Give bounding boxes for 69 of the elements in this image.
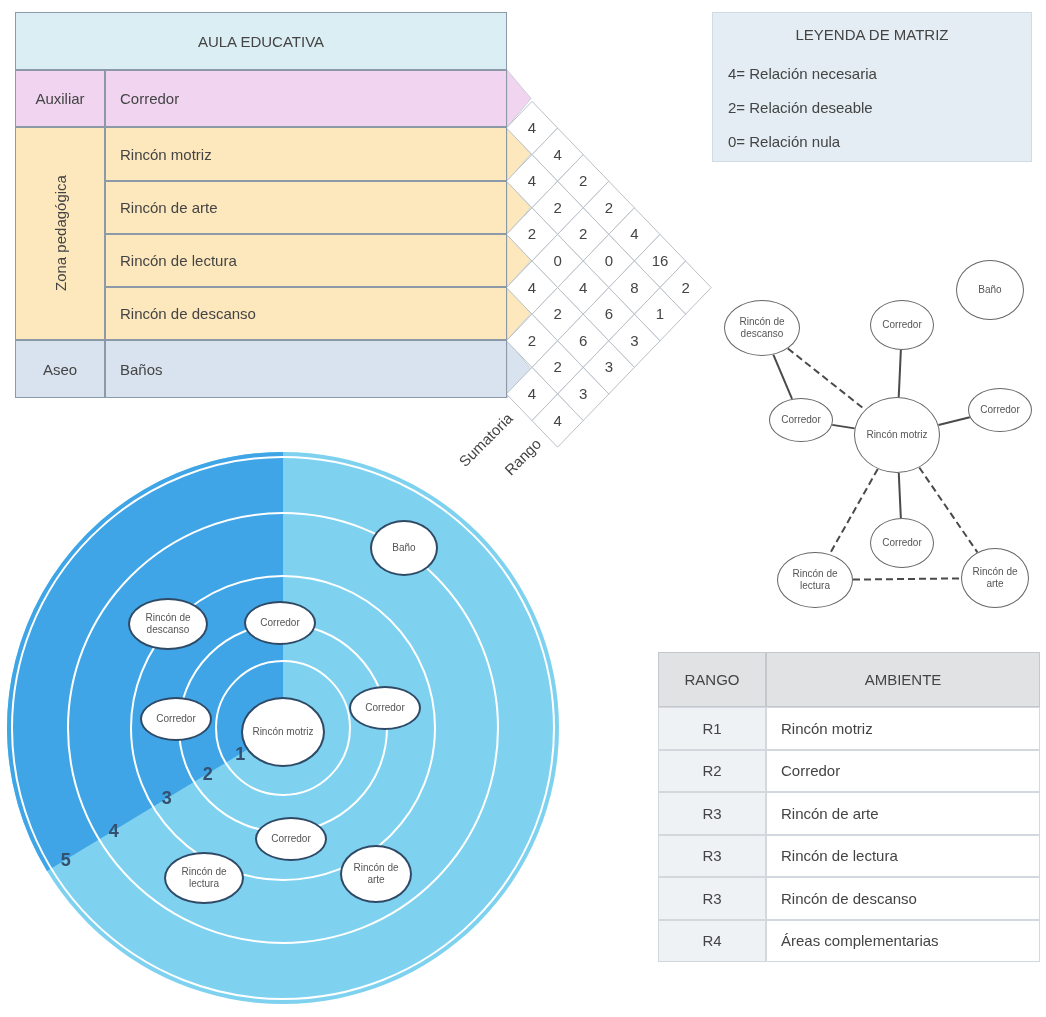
- ellipse-node: Rincón de lectura: [777, 552, 853, 608]
- matrix-value: 2: [603, 197, 614, 218]
- table-cell: Corredor: [766, 749, 1040, 792]
- matrix-value: 4: [552, 410, 563, 431]
- ring-number: 4: [107, 819, 120, 842]
- table-cell: R1: [658, 707, 766, 750]
- ellipse-node: Rincón de arte: [961, 548, 1029, 608]
- table-cell: Rincón de descanso: [766, 877, 1040, 920]
- table-cell: Rincón de lectura: [766, 834, 1040, 877]
- table-cell: Áreas complementarias: [766, 919, 1040, 962]
- table-cell: Aseo: [15, 340, 105, 398]
- matrix-value: 4: [552, 144, 563, 165]
- matrix-value: 0: [603, 251, 614, 271]
- dashed-line: [852, 577, 962, 581]
- legend-entry: 2= Relación deseable: [728, 98, 874, 118]
- ellipse-node: Rincón motriz: [854, 397, 940, 473]
- ellipse-node: Corredor: [769, 398, 833, 442]
- matrix-value: 2: [552, 357, 563, 378]
- matrix-value: 4: [526, 384, 538, 404]
- matrix-value: 4: [526, 277, 538, 298]
- dashed-line: [918, 466, 979, 554]
- matrix-value: 2: [552, 304, 563, 325]
- matrix-value: 4: [526, 118, 538, 138]
- matrix-value: 8: [629, 277, 640, 298]
- legend-entry: 0= Relación nula: [728, 132, 842, 152]
- table-cell: Rincón motriz: [766, 707, 1040, 750]
- table-header: AMBIENTE: [766, 652, 1040, 707]
- matrix-value: 2: [526, 224, 538, 245]
- legend-entry: 4= Relación necesaria: [728, 64, 878, 84]
- matrix-value: 16: [650, 251, 670, 271]
- matrix-value: 4: [526, 171, 538, 192]
- ring-number: 2: [201, 762, 214, 785]
- matrix-value: 3: [578, 384, 589, 404]
- matrix-value: 6: [603, 304, 614, 325]
- matrix-value: 1: [654, 304, 666, 325]
- table-cell: R3: [658, 792, 766, 835]
- ellipse-node: Corredor: [870, 518, 934, 568]
- matrix-value: 2: [578, 224, 589, 245]
- connector-line: [897, 349, 902, 399]
- table-cell: R3: [658, 877, 766, 920]
- table-cell: R3: [658, 834, 766, 877]
- table-header: AULA EDUCATIVA: [15, 12, 507, 70]
- dashed-line: [786, 347, 866, 411]
- ellipse-node: Corredor: [870, 300, 934, 350]
- table-cell: Auxiliar: [15, 70, 105, 127]
- matrix-value: 2: [578, 171, 589, 192]
- connector-line: [937, 416, 971, 426]
- ellipse-node: Baño: [956, 260, 1024, 320]
- table-cell: R2: [658, 749, 766, 792]
- table-cell: Rincón de arte: [766, 792, 1040, 835]
- matrix-value: 2: [680, 277, 691, 298]
- ring-number: 3: [160, 787, 173, 810]
- ellipse-node: Rincón de descanso: [724, 300, 800, 356]
- connector-line: [831, 423, 856, 430]
- matrix-value: 4: [629, 224, 640, 245]
- ring-number: 5: [59, 848, 72, 871]
- table-cell: R4: [658, 919, 766, 962]
- matrix-value: 4: [578, 277, 589, 298]
- matrix-value: 6: [578, 330, 589, 351]
- matrix-value: 2: [526, 330, 538, 351]
- legend-title: LEYENDA DE MATRIZ: [794, 25, 950, 45]
- matrix-value: 0: [552, 251, 563, 271]
- connector-line: [897, 471, 902, 519]
- ellipse-node: Corredor: [968, 388, 1032, 432]
- matrix-value: 2: [552, 197, 563, 218]
- table-header: RANGO: [658, 652, 766, 707]
- matrix-value: 3: [629, 330, 640, 351]
- matrix-value: 3: [603, 357, 614, 378]
- table-cell: Zona pedagógica: [15, 127, 105, 340]
